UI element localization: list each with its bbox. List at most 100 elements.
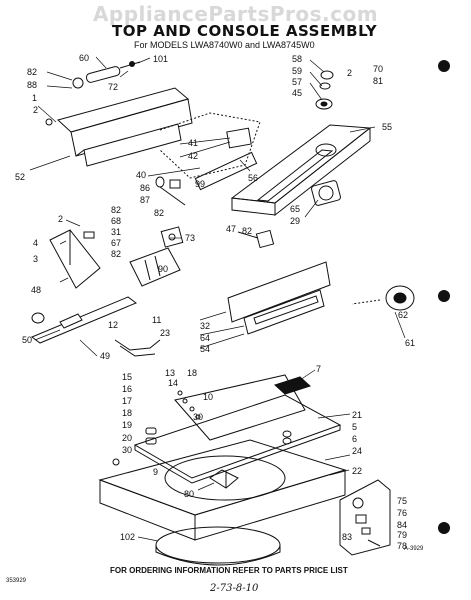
callout-54: 54 bbox=[200, 344, 210, 354]
callout-12: 12 bbox=[108, 320, 118, 330]
callout-84: 84 bbox=[397, 520, 407, 530]
callout-1: 1 bbox=[32, 93, 37, 103]
callout-62: 62 bbox=[398, 310, 408, 320]
callout-87: 87 bbox=[140, 195, 150, 205]
callout-90: 90 bbox=[158, 264, 168, 274]
callout-67: 67 bbox=[111, 238, 121, 248]
handwritten-note: 2-73-8-10 bbox=[210, 583, 259, 594]
bumper bbox=[31, 312, 45, 324]
callout-101: 101 bbox=[153, 54, 168, 64]
callout-82: 82 bbox=[242, 226, 252, 236]
callout-80: 80 bbox=[184, 489, 194, 499]
callout-42: 42 bbox=[188, 151, 198, 161]
front-control-panel bbox=[227, 261, 331, 335]
callout-5: 5 bbox=[352, 422, 357, 432]
callout-7: 7 bbox=[316, 364, 321, 374]
callout-99: 99 bbox=[195, 179, 205, 189]
hardware bbox=[282, 430, 292, 445]
callout-49: 49 bbox=[100, 351, 110, 361]
binder-hole bbox=[438, 290, 450, 302]
callout-16: 16 bbox=[122, 384, 132, 394]
wire-harness bbox=[114, 339, 161, 357]
timer-switch bbox=[194, 127, 258, 191]
washer-top bbox=[98, 439, 347, 541]
watermark-logo: AppliancePartsPros.com bbox=[92, 2, 379, 26]
clip bbox=[83, 231, 95, 239]
callout-21: 21 bbox=[352, 410, 362, 420]
cord-assembly bbox=[72, 61, 141, 89]
callout-10: 10 bbox=[203, 392, 213, 402]
callout-3: 3 bbox=[33, 254, 38, 264]
callout-61: 61 bbox=[405, 338, 415, 348]
top-cover bbox=[174, 374, 311, 441]
callout-13: 13 bbox=[165, 368, 175, 378]
callout-60: 60 bbox=[79, 53, 89, 63]
callout-86: 86 bbox=[140, 183, 150, 193]
callout-48: 48 bbox=[31, 285, 41, 295]
callout-45: 45 bbox=[292, 88, 302, 98]
trim-strip bbox=[31, 296, 137, 344]
mounting-bracket bbox=[49, 229, 101, 289]
callout-15: 15 bbox=[122, 372, 132, 382]
callout-2: 2 bbox=[33, 105, 38, 115]
callout-29: 29 bbox=[290, 216, 300, 226]
callout-30: 30 bbox=[122, 445, 132, 455]
callout-41: 41 bbox=[188, 138, 198, 148]
console-back-panel bbox=[56, 87, 193, 167]
callout-52: 52 bbox=[15, 172, 25, 182]
base-ring bbox=[155, 526, 281, 566]
callout-82: 82 bbox=[154, 208, 164, 218]
callout-32: 32 bbox=[200, 321, 210, 331]
control-knob bbox=[315, 70, 334, 110]
callout-64: 64 bbox=[200, 333, 210, 343]
callout-72: 72 bbox=[108, 82, 118, 92]
lamp-socket bbox=[155, 176, 186, 206]
callout-82: 82 bbox=[111, 249, 121, 259]
inset-detail-box bbox=[339, 479, 391, 556]
callout-70: 70 bbox=[373, 64, 383, 74]
callout-102: 102 bbox=[120, 532, 135, 542]
callout-22: 22 bbox=[352, 466, 362, 476]
callout-59: 59 bbox=[292, 66, 302, 76]
leader-lines bbox=[29, 56, 406, 542]
hinge-springs bbox=[145, 390, 201, 445]
callout-76: 76 bbox=[397, 508, 407, 518]
callout-65: 65 bbox=[290, 204, 300, 214]
callout-20: 20 bbox=[122, 433, 132, 443]
document-code: 353929 bbox=[6, 578, 27, 584]
rotary-switch bbox=[237, 180, 341, 249]
callout-82: 82 bbox=[111, 205, 121, 215]
callout-88: 88 bbox=[27, 80, 37, 90]
callout-18: 18 bbox=[122, 408, 132, 418]
callout-31: 31 bbox=[111, 227, 121, 237]
callout-79: 79 bbox=[397, 530, 407, 540]
callout-78: 78 bbox=[397, 541, 407, 551]
callout-56: 56 bbox=[248, 173, 258, 183]
callout-81: 81 bbox=[373, 76, 383, 86]
knob bbox=[385, 285, 415, 311]
footer-note: FOR ORDERING INFORMATION REFER TO PARTS … bbox=[110, 566, 348, 575]
callout-14: 14 bbox=[168, 378, 178, 388]
callout-75: 75 bbox=[397, 496, 407, 506]
switch bbox=[160, 226, 184, 248]
callout-2: 2 bbox=[58, 214, 63, 224]
callout-68: 68 bbox=[111, 216, 121, 226]
callout-6: 6 bbox=[352, 434, 357, 444]
callout-4: 4 bbox=[33, 238, 38, 248]
callout-83: 83 bbox=[342, 532, 352, 542]
callout-19: 19 bbox=[122, 420, 132, 430]
callout-24: 24 bbox=[352, 446, 362, 456]
callout-57: 57 bbox=[292, 77, 302, 87]
callout-58: 58 bbox=[292, 54, 302, 64]
binder-hole bbox=[438, 60, 450, 72]
switch-block bbox=[129, 247, 181, 287]
callout-2: 2 bbox=[347, 68, 352, 78]
callout-30: 30 bbox=[193, 412, 203, 422]
screw bbox=[45, 118, 53, 126]
lid-plate bbox=[133, 394, 342, 484]
callout-47: 47 bbox=[226, 224, 236, 234]
page-title: TOP AND CONSOLE ASSEMBLY bbox=[112, 22, 378, 40]
callout-55: 55 bbox=[382, 122, 392, 132]
callout-11: 11 bbox=[152, 315, 161, 325]
